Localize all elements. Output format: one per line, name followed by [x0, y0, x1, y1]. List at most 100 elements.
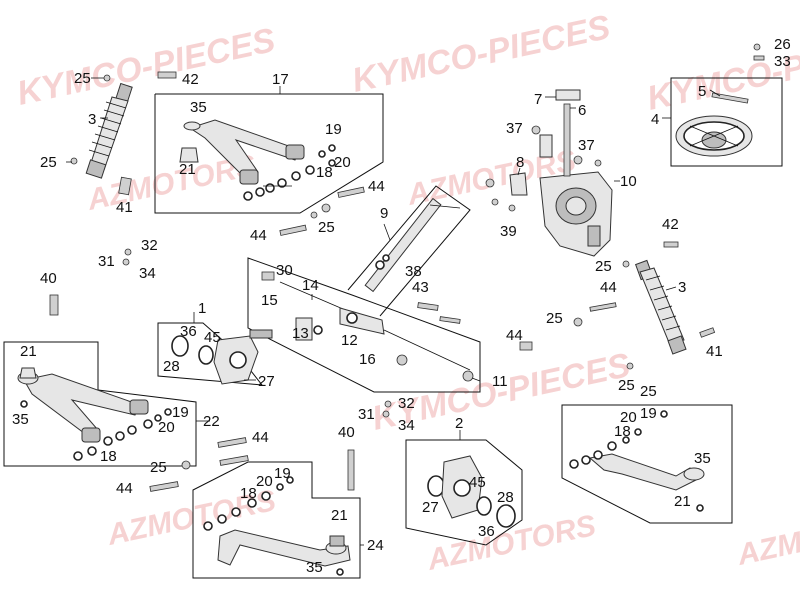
callout-32: 32	[141, 237, 158, 254]
callout-25b: 25	[40, 154, 57, 171]
callout-36: 36	[180, 323, 197, 340]
tie-rod-assembly	[261, 271, 474, 382]
steering-wheel	[675, 92, 753, 157]
watermark-kymco-pieces: KYMCO-PIECES	[14, 21, 279, 113]
callout-28b: 28	[497, 489, 514, 506]
callout-24: 24	[367, 537, 384, 554]
callout-21e: 21	[331, 507, 348, 524]
watermark-azm: AZM	[734, 526, 800, 572]
callout-41b: 41	[706, 343, 723, 360]
callout-14: 14	[302, 277, 319, 294]
callout-8: 8	[516, 154, 524, 171]
callout-45: 45	[204, 329, 221, 346]
nut-26	[753, 43, 761, 51]
lower-a-arm-bottom	[203, 476, 351, 576]
callout-20b: 20	[158, 419, 175, 436]
callout-42: 42	[182, 71, 199, 88]
bolt-40-mid	[347, 449, 355, 491]
callout-44c: 44	[600, 279, 617, 296]
callout-37b: 37	[578, 137, 595, 154]
bolt-42-top	[157, 71, 177, 79]
outline-group-11	[247, 257, 481, 393]
leader-lines	[66, 77, 721, 546]
bolt-44-mid1	[217, 437, 247, 448]
washer-25b	[310, 211, 318, 219]
steering-column	[364, 197, 461, 293]
callout-19d: 19	[274, 465, 291, 482]
callout-35b: 35	[12, 411, 29, 428]
callout-19c: 19	[640, 405, 657, 422]
callout-44b: 44	[250, 227, 267, 244]
callout-5: 5	[698, 83, 706, 100]
knuckle-left	[171, 329, 273, 385]
bushing-stack-17	[243, 144, 336, 201]
callout-30: 30	[276, 262, 293, 279]
outline-group-20-right	[561, 404, 733, 524]
shock-absorber-left	[70, 74, 133, 196]
upper-a-arm	[179, 119, 336, 201]
callout-11: 11	[492, 373, 508, 390]
upper-a-arm-right	[569, 410, 705, 512]
callout-44e: 44	[252, 429, 269, 446]
callout-35c: 35	[694, 450, 711, 467]
callout-16: 16	[359, 351, 376, 368]
bolt-44-mid3	[149, 481, 179, 492]
callout-13: 13	[292, 325, 309, 342]
nut-25-right	[626, 362, 634, 370]
callout-44f: 44	[116, 480, 133, 497]
nut-32	[124, 248, 132, 256]
bushing-stack-right	[569, 410, 668, 469]
callout-18: 18	[316, 164, 333, 181]
callout-25h: 25	[150, 459, 167, 476]
shock-absorber-right	[519, 241, 716, 355]
knuckle-right	[427, 455, 516, 528]
washer-25-mid	[181, 460, 191, 470]
callout-27: 27	[258, 373, 275, 390]
outline-group-22	[3, 341, 197, 467]
bolt-40-left	[49, 294, 59, 316]
callout-41: 41	[116, 199, 133, 216]
callout-3: 3	[88, 111, 96, 128]
nut-32b	[384, 400, 392, 408]
callout-6: 6	[578, 102, 586, 119]
callout-3b: 3	[678, 279, 686, 296]
callout-21: 21	[179, 161, 196, 178]
callout-2: 2	[455, 415, 463, 432]
callout-27b: 27	[422, 499, 439, 516]
callout-17: 17	[272, 71, 289, 88]
callout-40: 40	[40, 270, 57, 287]
steering-gearbox	[485, 89, 613, 257]
callout-44d: 44	[506, 327, 523, 344]
callout-19: 19	[325, 121, 342, 138]
callout-20d: 20	[256, 473, 273, 490]
callout-20: 20	[334, 154, 351, 171]
lower-a-arm-left	[17, 367, 172, 461]
callout-1: 1	[198, 300, 206, 317]
callout-9: 9	[380, 205, 388, 222]
bushing-stack-22	[73, 408, 172, 461]
callout-4: 4	[651, 111, 659, 128]
callout-21b: 21	[20, 343, 37, 360]
bolt-44-lower	[279, 224, 307, 236]
callout-labels: 25 42 17 7 6 26 33 5 4 3 35 19 37 37 25 …	[12, 36, 791, 576]
watermark-kymco-pieces: KYMCO-PIECES	[349, 8, 614, 100]
callout-36b: 36	[478, 523, 495, 540]
outline-group-4	[670, 77, 783, 167]
callout-18c: 18	[100, 448, 117, 465]
callout-22: 22	[203, 413, 220, 430]
callout-26: 26	[774, 36, 791, 53]
callout-21c: 21	[674, 493, 691, 510]
callout-42b: 42	[662, 216, 679, 233]
callout-18d: 18	[240, 485, 257, 502]
callout-25: 25	[74, 70, 91, 87]
outline-group-2	[405, 439, 523, 546]
bolt-44-upper	[337, 186, 365, 198]
callout-38: 38	[405, 263, 422, 280]
nut-31b	[382, 410, 390, 418]
callout-35: 35	[190, 99, 207, 116]
outline-group-24	[192, 461, 361, 579]
callout-7: 7	[534, 91, 542, 108]
callout-25d: 25	[595, 258, 612, 275]
bushing-stack-24	[203, 476, 294, 531]
